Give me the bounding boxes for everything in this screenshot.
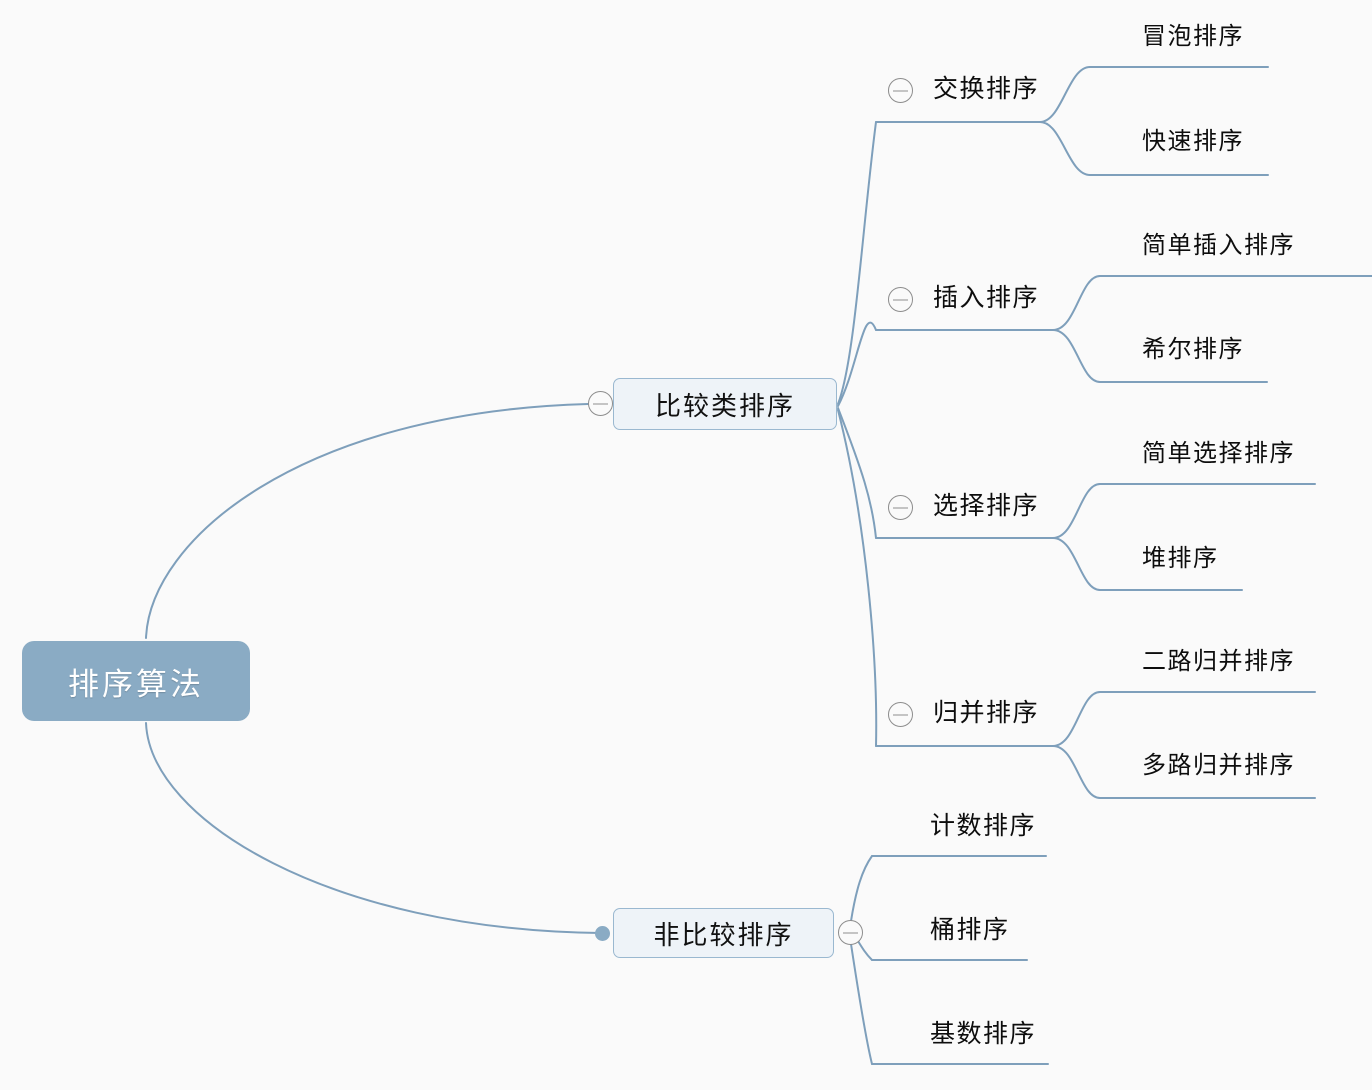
topic-radix-sort[interactable]: 基数排序 [930,1021,1037,1048]
wire-cmp-to-insertion [837,321,877,407]
topic-two-way-merge-sort[interactable]: 二路归并排序 [1142,649,1295,675]
branch-label-noncomparison: 非比较排序 [653,920,794,950]
wire-noncmp-to-radix [850,943,873,1065]
toggle-exchange-icon[interactable] [888,78,913,103]
wire-exchange-to-bubble [1039,66,1091,123]
topic-bubble-sort[interactable]: 冒泡排序 [1142,24,1244,50]
branch-node-comparison[interactable]: 比较类排序 [613,378,837,430]
root-node[interactable]: 排序算法 [22,641,250,721]
wire-exchange-to-quick [1039,121,1091,176]
wire-selection-to-simple [1052,483,1101,539]
topic-simple-insertion-sort[interactable]: 简单插入排序 [1142,233,1295,259]
topic-bucket-sort[interactable]: 桶排序 [930,917,1010,944]
root-label: 排序算法 [68,666,204,702]
wire-merge-to-multi-way [1052,745,1101,799]
topic-simple-selection-sort[interactable]: 简单选择排序 [1142,441,1295,467]
topic-merge[interactable]: 归并排序 [933,700,1040,727]
branch-node-noncomparison[interactable]: 非比较排序 [613,908,834,958]
branch-label-comparison: 比较类排序 [654,391,795,421]
connector-dot-noncomparison [595,926,610,941]
topic-selection[interactable]: 选择排序 [933,493,1040,520]
topic-quick-sort[interactable]: 快速排序 [1142,129,1244,155]
wire-cmp-to-selection [837,407,877,539]
topic-insertion[interactable]: 插入排序 [933,285,1040,312]
wire-cmp-to-exchange [837,121,877,405]
wire-insertion-to-shell [1052,329,1101,383]
toggle-merge-icon[interactable] [888,702,913,727]
wire-root-to-noncomparison [145,722,601,934]
topic-heap-sort[interactable]: 堆排序 [1142,546,1219,572]
toggle-comparison-icon[interactable] [588,391,613,416]
wire-cmp-to-merge [837,409,878,747]
toggle-selection-icon[interactable] [888,495,913,520]
wire-insertion-to-simple [1052,275,1101,331]
topic-multi-way-merge-sort[interactable]: 多路归并排序 [1142,753,1295,779]
wire-merge-to-two-way [1052,691,1101,747]
wire-noncmp-to-counting [850,855,873,922]
topic-exchange[interactable]: 交换排序 [933,76,1040,103]
topic-shell-sort[interactable]: 希尔排序 [1142,337,1244,363]
toggle-insertion-icon[interactable] [888,287,913,312]
toggle-noncomparison-icon[interactable] [838,920,863,945]
wire-selection-to-heap [1052,537,1101,591]
topic-counting-sort[interactable]: 计数排序 [930,813,1037,840]
wire-root-to-comparison [145,403,589,639]
